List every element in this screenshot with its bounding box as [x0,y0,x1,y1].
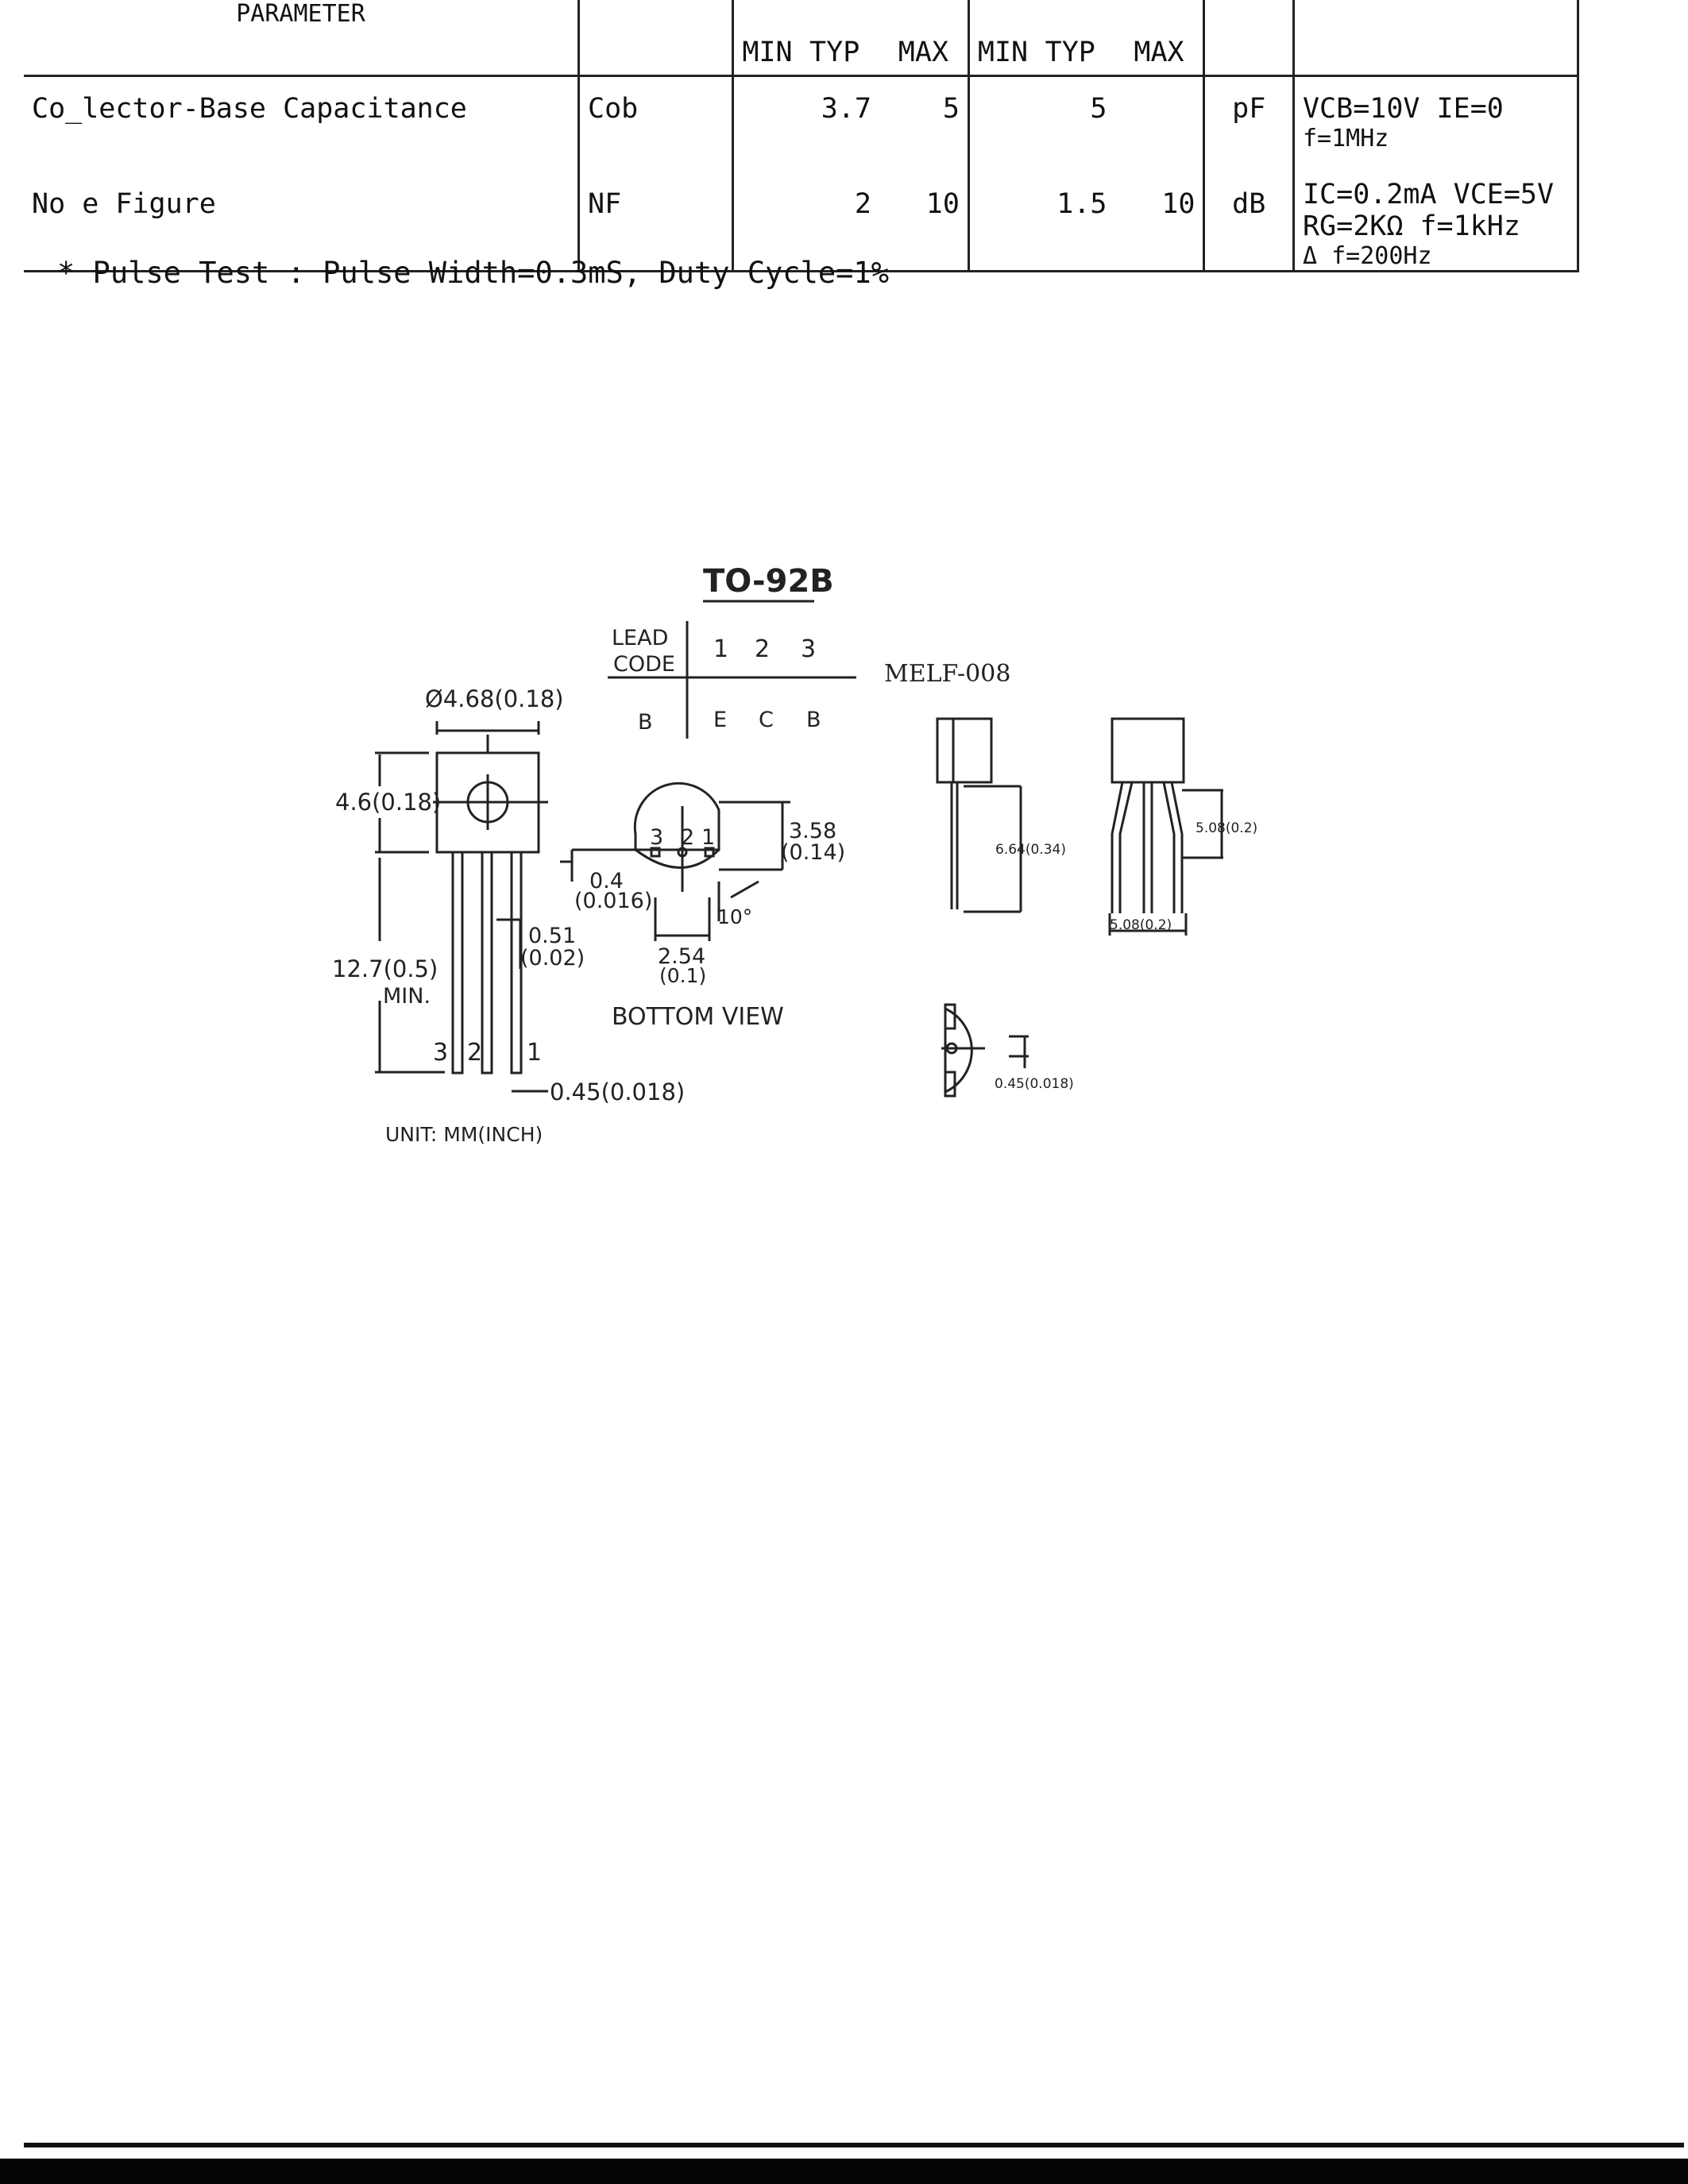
melf-label: MELF-008 [884,660,1010,688]
bottom-rule [24,2143,1684,2147]
dim-lead-length-min: MIN. [383,984,431,1009]
pin-number: 1 [713,635,728,663]
dim-angle: 10° [717,905,752,928]
dim-flat-offset: 0.4 [589,869,624,893]
pin-assignment: E [713,708,727,732]
row-min-2 [968,164,1026,272]
row-max-2: 10 [1114,164,1206,272]
lead-code-value: B [638,710,653,735]
dim-lead-length: 12.7(0.5) [332,955,438,982]
lead-code-label: LEAD [612,626,668,650]
row-typ-1: 2 [790,164,879,272]
dim-melf-length: 6.64(0.34) [995,842,1066,858]
dim-flat-height: 3.58 [789,819,836,843]
electrical-characteristics-table: PARAMETER MIN TYP MAX MIN TYP MAX Co_lec… [24,0,1580,272]
row-unit: pF [1203,75,1295,164]
front-pin-label: 2 [467,1039,482,1067]
dim-diameter: Ø4.68(0.18) [425,685,564,712]
row-max-2 [1114,75,1206,164]
dim-lead-width: 0.45(0.018) [550,1078,685,1106]
row-max-1: 10 [879,164,970,272]
lead-2 [481,851,493,1075]
row-typ-2: 5 [1090,92,1107,125]
table-header-row: PARAMETER MIN TYP MAX MIN TYP MAX [24,0,1580,75]
front-pin-label: 1 [527,1039,542,1067]
header-min-1: MIN [732,0,793,75]
bottom-band [0,2159,1688,2184]
condition-line: IC=0.2mA VCE=5V [1302,179,1555,210]
dim-pitch: 2.54 [658,944,705,969]
row-symbol: Cob [578,75,735,164]
pin-assignment: B [806,708,821,732]
header-max-2: MAX [1114,0,1206,75]
dim-melf-bend: 5.08(0.2) [1196,820,1257,836]
dim-flat-height-inch: (0.14) [781,840,845,865]
dim-melf-span: 5.08(0.2) [1110,917,1172,933]
lead-3 [451,851,464,1075]
bottom-view-label: BOTTOM VIEW [612,1003,784,1031]
header-min-2: MIN [968,0,1028,75]
table-row: No e Figure NF 2 10 1.5 10 dB IC=0.2mA V… [24,164,1580,272]
pin-assignment: C [759,708,774,732]
row-min-1 [732,164,790,272]
pulse-test-footnote: * Pulse Test : Pulse Width=0.3mS, Duty C… [57,256,889,290]
condition-line: VCB=10V IE=0 [1302,92,1504,125]
header-max-1: MAX [879,0,970,75]
melf-body-front [1111,717,1185,784]
row-unit: dB [1203,164,1295,272]
row-symbol: NF [578,164,735,272]
bottom-view-outline [633,781,720,851]
header-parameter: PARAMETER [24,0,581,75]
dim-flat-offset-inch: (0.016) [574,889,652,913]
bottom-pin-label: 3 [650,825,663,850]
table-row: Co_lector-Base Capacitance Cob 3.7 5 5 p… [24,75,1580,164]
dim-melf-lead: 0.45(0.018) [995,1076,1074,1092]
header-symbol [578,0,735,75]
dim-lead-spacing-inch: (0.02) [520,946,585,970]
row-typ-1: 3.7 [821,92,871,125]
bottom-pin-label: 2 [681,825,694,850]
pin-number: 3 [801,635,816,663]
melf-bottom-view [944,1006,973,1094]
row-conditions: VCB=10V IE=0 f=1MHz [1293,75,1580,164]
unit-note: UNIT: MM(INCH) [385,1123,543,1146]
header-conditions [1293,0,1580,75]
row-typ-2: 1.5 [1025,164,1115,272]
lead-code-label: CODE [613,652,675,677]
row-parameter: No e Figure [24,164,581,272]
condition-line: Δ f=200Hz [1302,242,1432,270]
dim-pitch-inch: (0.1) [659,964,706,987]
header-typ-2: TYP [1025,0,1115,75]
row-conditions: IC=0.2mA VCE=5V RG=2KΩ f=1kHz Δ f=200Hz [1293,164,1580,272]
dim-body-height: 4.6(0.18) [335,789,441,816]
package-title: TO-92B [703,563,834,600]
front-pin-label: 3 [433,1039,448,1067]
melf-body-side [936,717,993,784]
pin-number: 2 [755,635,770,663]
condition-line: RG=2KΩ f=1kHz [1302,210,1520,242]
header-typ-1: TYP [790,0,879,75]
dim-lead-spacing: 0.51 [528,924,576,948]
bottom-pin-label: 1 [701,825,715,850]
row-max-1: 5 [879,75,970,164]
row-parameter: Co_lector-Base Capacitance [24,75,581,164]
condition-line: f=1MHz [1302,124,1389,152]
header-unit [1203,0,1295,75]
